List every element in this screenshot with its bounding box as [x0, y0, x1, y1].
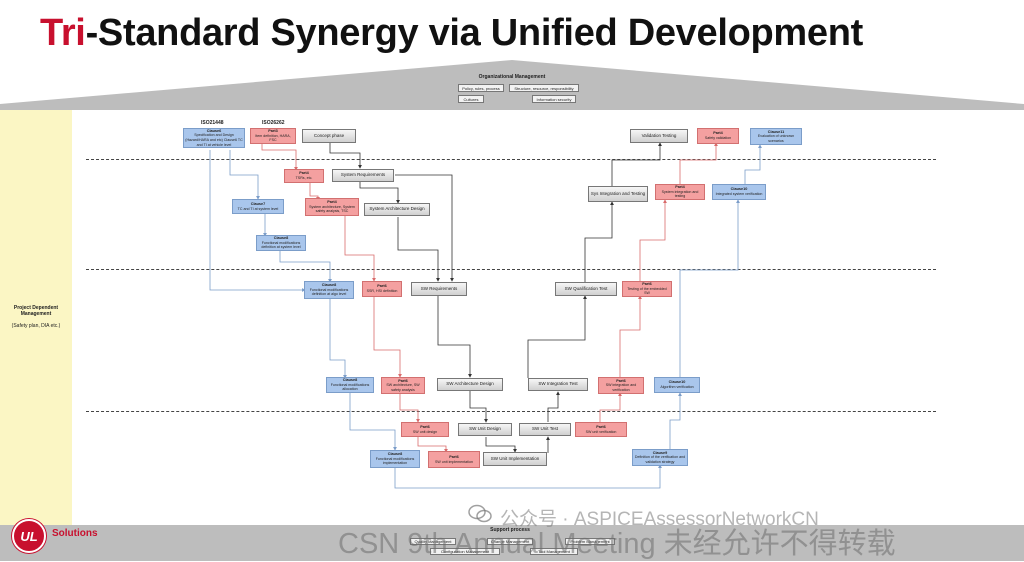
- project-management-heading: Project Dependent Management: [13, 305, 59, 317]
- wechat-icon: [468, 504, 492, 524]
- box-sw-architecture-design: SW Architecture Design: [437, 378, 503, 391]
- title-rest: -Standard Synergy via Unified Developmen…: [85, 12, 864, 54]
- box-validation-testing: Validation Testing: [630, 129, 688, 143]
- box-sw-unit-implementation: SW Unit Implementation: [483, 452, 547, 466]
- support-title: Support process: [490, 527, 530, 533]
- box-sys-integration-testing: Sys Integration and Testing: [588, 186, 648, 202]
- box-sw-integration-test: SW Integration Test: [528, 378, 588, 391]
- box-sw-unit-design: SW Unit Design: [458, 423, 512, 436]
- brand-name: Solutions: [52, 528, 98, 539]
- org-item-policy: Policy, rules, process: [458, 84, 504, 92]
- ul-logo: UL: [12, 519, 46, 553]
- watermark-line2: CSN 9th Annual Meeting 未经允许不得转载: [338, 528, 896, 560]
- box-system-requirements: System Requirements: [332, 169, 394, 182]
- standard-label-iso21448: ISO21448: [201, 120, 224, 126]
- org-title: Organizational Management: [478, 74, 546, 80]
- org-item-structure: Structure, resource, responsibility: [509, 84, 579, 92]
- phase-separator: [86, 269, 936, 270]
- support-item-change: Change Management: [487, 538, 533, 545]
- phase-separator: [86, 159, 936, 160]
- support-item-problem: Problem Management: [565, 538, 615, 545]
- watermark-line1: 公众号 · ASPICEAssessorNetworkCN: [500, 509, 819, 530]
- org-item-cultures: Cultures: [458, 95, 484, 103]
- support-item-tool: Tool Management: [530, 548, 578, 555]
- support-item-configuration: Configuration Management: [430, 548, 500, 555]
- box-sw-qualification-test: SW Qualification Test: [555, 282, 617, 296]
- box-sw-requirements: SW Requirements: [411, 282, 467, 296]
- project-management-column: [0, 110, 72, 525]
- title-highlight: Tri: [40, 12, 86, 54]
- standard-label-iso26262: ISO26262: [262, 120, 285, 126]
- support-item-quality: Quality Management: [410, 538, 456, 545]
- org-item-infosec: Information security: [532, 95, 576, 103]
- box-system-architecture-design: System Architecture Design: [364, 203, 430, 216]
- phase-separator: [86, 411, 936, 412]
- box-sw-unit-test: SW Unit Test: [519, 423, 571, 436]
- project-management-sub: (Safety plan, DIA etc.): [11, 323, 61, 329]
- box-concept-phase: Concept phase: [302, 129, 356, 143]
- page-title: Tri-Standard Synergy via Unified Develop…: [40, 12, 863, 55]
